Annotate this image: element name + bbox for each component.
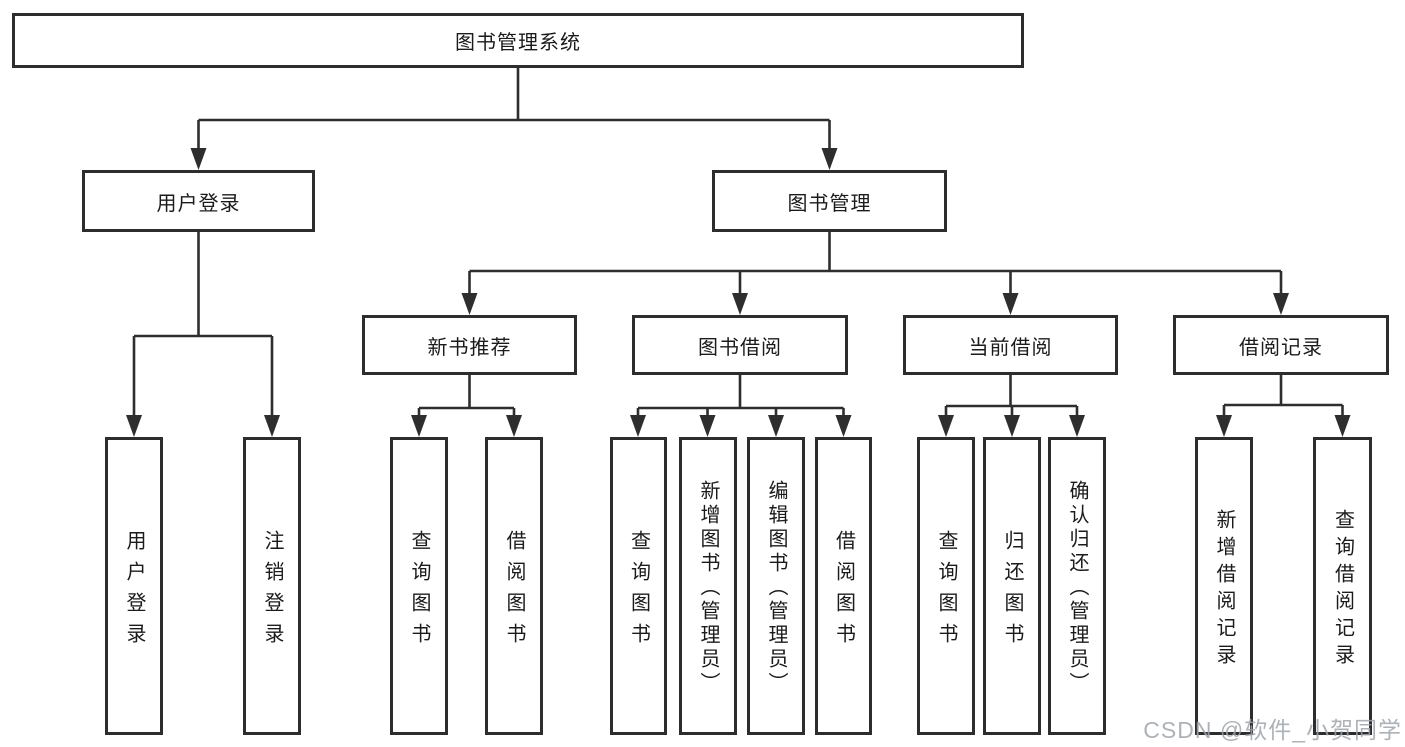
leaf-add-borrow-record: 新增借阅记录 [1195, 437, 1253, 735]
leaf-query-books-borrowing-label: 查询图书 [627, 529, 650, 654]
leaf-edit-books-admin-label: 编辑图书（管理员） [765, 480, 787, 696]
node-borrowing-records-label: 借阅记录 [1239, 336, 1323, 359]
node-book-borrowing-label: 图书借阅 [698, 336, 782, 359]
leaf-add-books-admin: 新增图书（管理员） [679, 437, 737, 735]
node-current-borrowing: 当前借阅 [903, 315, 1118, 375]
arrowheads [126, 148, 1351, 437]
leaf-borrow-books-newbook-label: 借阅图书 [503, 529, 525, 654]
root-node-label: 图书管理系统 [455, 32, 581, 54]
leaf-logout: 注销登录 [243, 437, 301, 735]
node-book-borrowing: 图书借阅 [632, 315, 848, 375]
branch-book-management-label: 图书管理 [787, 192, 872, 215]
leaf-borrow-books-newbook: 借阅图书 [485, 437, 543, 735]
csdn-watermark: CSDN @软件_小贺同学 [1143, 717, 1402, 743]
leaf-confirm-return-admin: 确认归还（管理员） [1048, 437, 1106, 735]
node-borrowing-records: 借阅记录 [1173, 315, 1389, 375]
leaf-user-login-label: 用户登录 [123, 529, 145, 654]
leaf-query-books-newbook: 查询图书 [390, 437, 448, 735]
leaf-query-books-borrowing: 查询图书 [610, 437, 667, 735]
leaf-query-borrow-record-label: 查询借阅记录 [1331, 508, 1354, 671]
node-new-book-recommendation-label: 新书推荐 [427, 336, 512, 359]
leaf-borrow-books-borrowing: 借阅图书 [815, 437, 872, 735]
root-node-library-management-system: 图书管理系统 [12, 13, 1024, 68]
leaf-add-borrow-record-label: 新增借阅记录 [1213, 508, 1235, 671]
node-current-borrowing-label: 当前借阅 [968, 336, 1053, 359]
leaf-user-login: 用户登录 [105, 437, 163, 735]
branch-book-management: 图书管理 [712, 170, 947, 232]
leaf-logout-label: 注销登录 [261, 529, 283, 654]
leaf-add-books-admin-label: 新增图书（管理员） [697, 480, 719, 696]
leaf-edit-books-admin: 编辑图书（管理员） [747, 437, 805, 735]
node-new-book-recommendation: 新书推荐 [362, 315, 577, 375]
branch-user-login-label: 用户登录 [156, 192, 241, 215]
leaf-return-books-label: 归还图书 [1001, 529, 1023, 654]
leaf-query-books-current: 查询图书 [917, 437, 975, 735]
branch-user-login: 用户登录 [82, 170, 315, 232]
leaf-query-books-newbook-label: 查询图书 [408, 529, 430, 654]
leaf-query-books-current-label: 查询图书 [935, 529, 957, 654]
leaf-borrow-books-borrowing-label: 借阅图书 [832, 529, 855, 654]
leaf-confirm-return-admin-label: 确认归还（管理员） [1066, 480, 1088, 696]
leaf-query-borrow-record: 查询借阅记录 [1313, 437, 1372, 735]
leaf-return-books: 归还图书 [983, 437, 1041, 735]
